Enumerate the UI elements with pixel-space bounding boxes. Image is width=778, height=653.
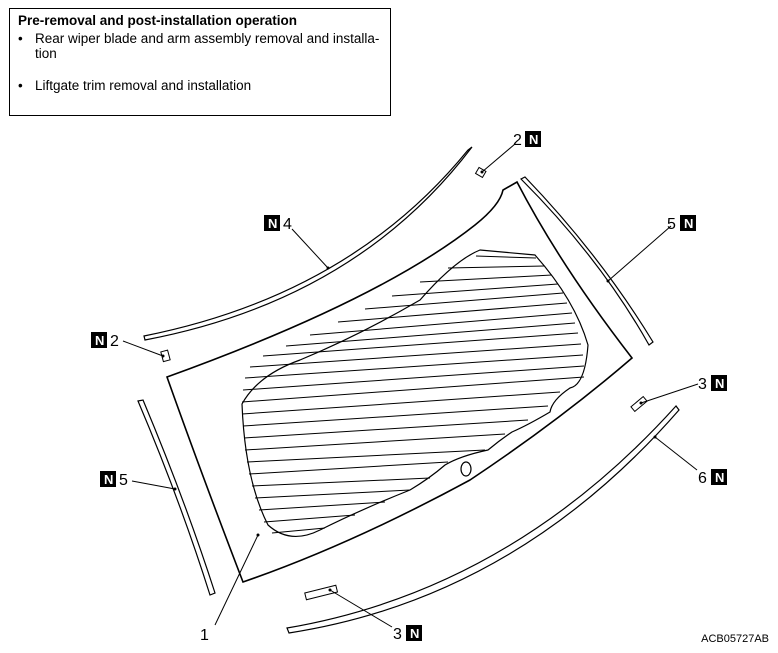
new-part-mark-icon xyxy=(406,625,422,641)
new-part-mark: N xyxy=(268,216,277,231)
note-item-liftgate-trim: • Liftgate trim removal and installation xyxy=(18,78,382,93)
callout-number: 3 xyxy=(698,376,707,393)
bullet-icon: • xyxy=(18,78,23,93)
callout-number: 5 xyxy=(119,472,128,489)
callout-molding-top: N 4 xyxy=(264,215,292,233)
new-part-mark: N xyxy=(715,470,724,485)
new-part-mark-icon xyxy=(680,215,696,231)
new-part-mark: N xyxy=(104,472,113,487)
callout-number: 2 xyxy=(110,333,119,350)
callout-clip-top: 2 N xyxy=(513,131,541,149)
callout-clip-left: N 2 xyxy=(91,332,119,350)
callout-glass-number: 1 xyxy=(200,627,209,644)
callout-number: 6 xyxy=(698,470,707,487)
note-item-text: Liftgate trim removal and installation xyxy=(35,78,252,93)
new-part-mark-icon xyxy=(711,469,727,485)
callout-spacer-right: 3 N xyxy=(698,375,727,393)
molding-bottom xyxy=(286,405,680,634)
spacer-bottom xyxy=(304,584,339,601)
pre-removal-note-box: Pre-removal and post-installation operat… xyxy=(9,8,391,116)
callout-molding-left: N 5 xyxy=(100,471,128,489)
new-part-mark-icon xyxy=(711,375,727,391)
leader-dots xyxy=(161,170,657,592)
new-part-mark-icon xyxy=(264,215,280,231)
new-part-mark: N xyxy=(715,376,724,391)
defroster-grid-outline xyxy=(241,249,589,537)
bullet-icon: • xyxy=(18,31,23,46)
figure-code: ACB05727AB xyxy=(701,633,769,645)
new-part-mark: N xyxy=(95,333,104,348)
callout-molding-bottom: 6 N xyxy=(698,469,727,487)
callout-molding-right: 5 N xyxy=(667,215,696,233)
molding-right xyxy=(519,176,654,346)
new-part-mark-icon xyxy=(525,131,541,147)
new-part-mark-icon xyxy=(100,471,116,487)
note-title: Pre-removal and post-installation operat… xyxy=(18,13,298,28)
callout-number: 3 xyxy=(393,626,402,643)
molding-left xyxy=(137,399,216,596)
callout-number: 2 xyxy=(513,132,522,149)
defroster-lines xyxy=(241,255,585,534)
wiper-hole xyxy=(460,461,472,477)
spacer-right xyxy=(630,395,648,413)
new-part-mark: N xyxy=(529,132,538,147)
new-part-mark: N xyxy=(410,626,419,641)
note-item-wiper: • Rear wiper blade and arm assembly remo… xyxy=(18,31,382,61)
molding-top xyxy=(143,146,473,341)
new-part-mark: N xyxy=(684,216,693,231)
callout-spacer-bottom: 3 N xyxy=(393,625,422,643)
note-item-text: Rear wiper blade and arm assembly remova… xyxy=(35,31,380,61)
callout-number: 5 xyxy=(667,216,676,233)
new-part-mark-icon xyxy=(91,332,107,348)
callout-number: 4 xyxy=(283,216,292,233)
leader-lines xyxy=(122,143,699,628)
